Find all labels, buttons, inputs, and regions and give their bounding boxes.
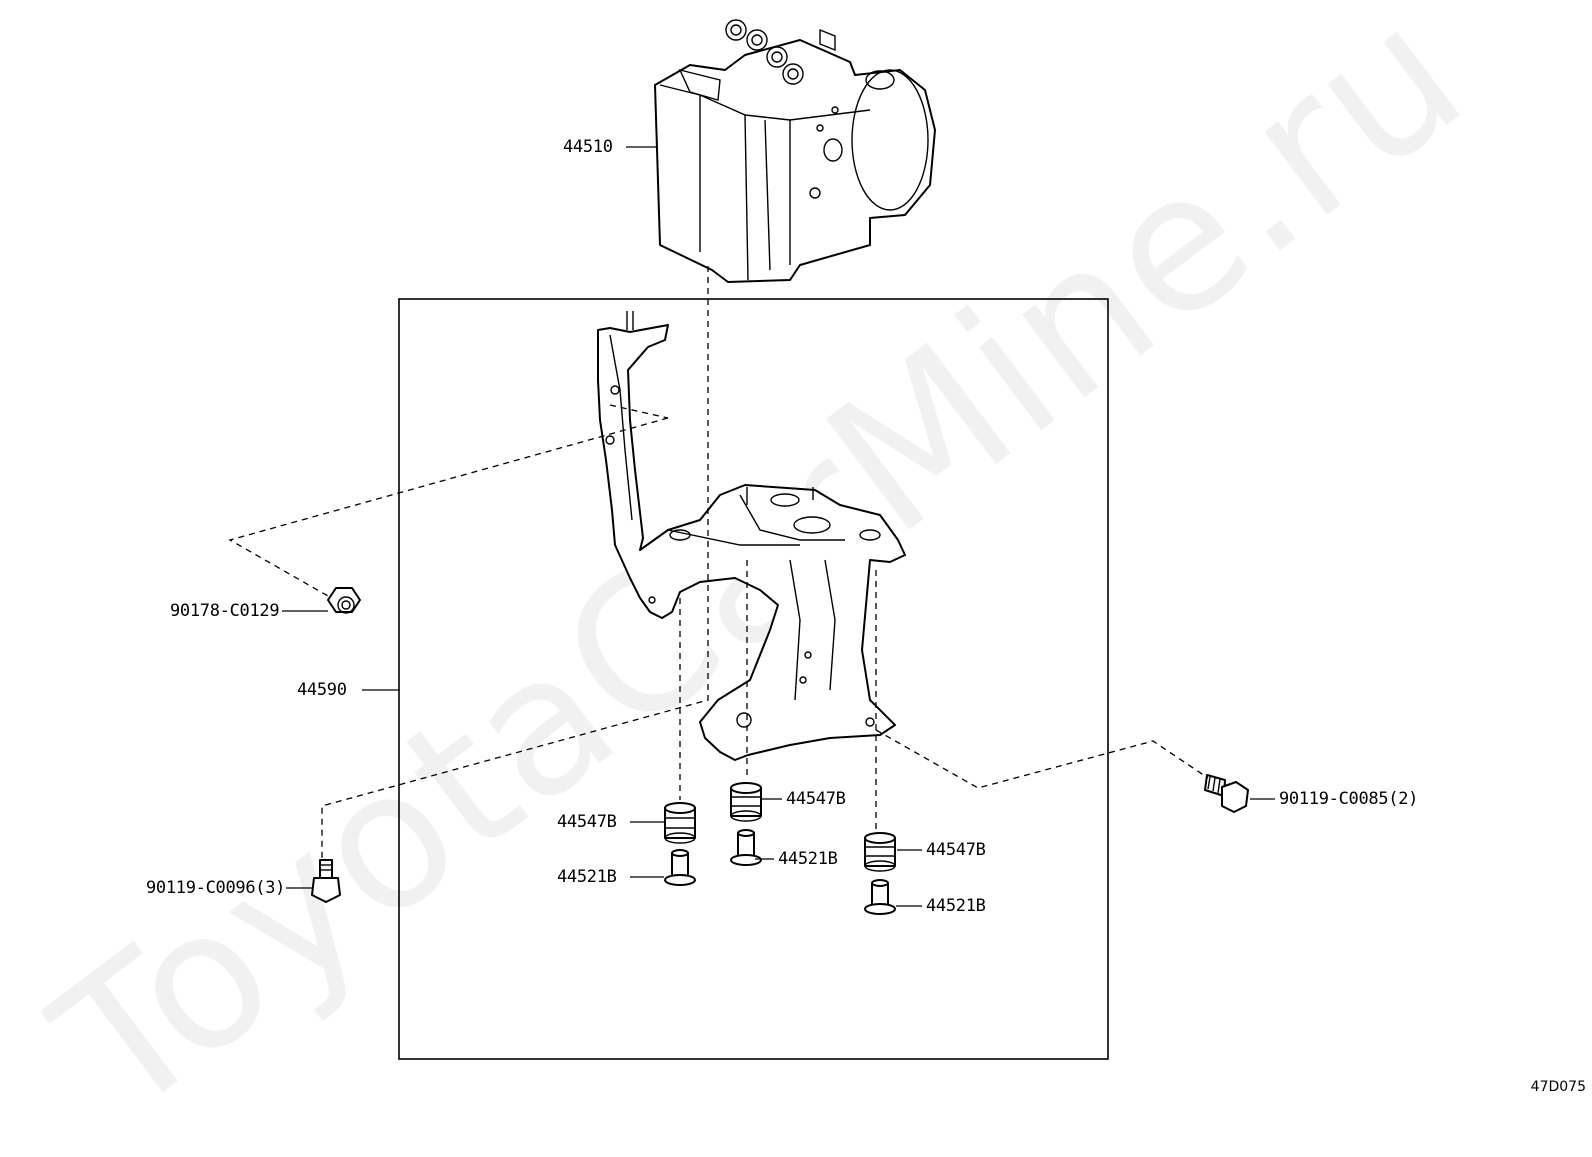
bolt-left-drawing	[311, 859, 341, 903]
callout-collar-1: 44521B	[557, 867, 617, 887]
assembly-lines	[228, 266, 1209, 858]
callout-nut-upper: 90178-C0129	[170, 601, 280, 621]
callout-bolt-right: 90119-C0085(2)	[1279, 789, 1419, 809]
callout-collar-2: 44521B	[778, 849, 838, 869]
callout-cushion-2: 44547B	[786, 789, 846, 809]
callout-cushion-1: 44547B	[557, 812, 617, 832]
callout-abs-actuator: 44510	[563, 137, 613, 157]
collar-1-drawing	[664, 849, 696, 886]
leader-lines	[282, 146, 1275, 907]
callout-collar-3: 44521B	[926, 896, 986, 916]
callout-cushion-3: 44547B	[926, 840, 986, 860]
callout-bracket-assembly: 44590	[297, 680, 347, 700]
bolt-right-drawing	[1204, 774, 1249, 813]
collar-3-drawing	[864, 879, 896, 915]
nut-drawing	[327, 587, 361, 614]
abs-actuator-drawing	[654, 19, 936, 283]
cushion-1-drawing	[664, 802, 696, 844]
callout-bolt-left: 90119-C0096(3)	[146, 878, 286, 898]
collar-2-drawing	[730, 829, 762, 866]
assembly-frame	[398, 298, 1109, 1060]
figure-code: 47D075	[1530, 1079, 1586, 1095]
cushion-2-drawing	[730, 782, 762, 822]
parts-diagram: ToyotaCarMine.ru	[18, 0, 1586, 1157]
cushion-3-drawing	[864, 832, 896, 872]
bracket-drawing	[597, 311, 906, 761]
